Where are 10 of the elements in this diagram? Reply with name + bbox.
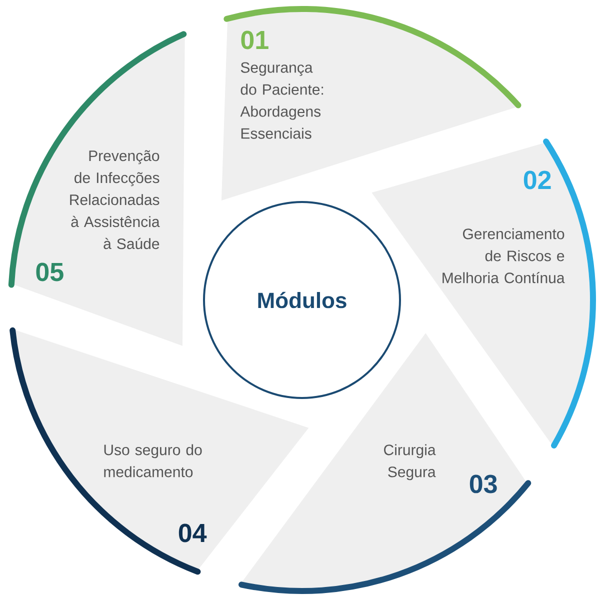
module-title: Gerenciamento de Riscos e Melhoria Contínua xyxy=(442,228,565,284)
module-title: Prevenção de Infecções Relacionadas à Assistência à Saúde xyxy=(70,150,160,250)
module-number: 01 xyxy=(241,30,268,50)
module-number: 03 xyxy=(470,474,497,494)
module-number: 05 xyxy=(36,262,64,282)
module-title: Uso seguro do medicamento xyxy=(104,444,202,478)
module-title: Segurança do Paciente: Abordagens Essenciais xyxy=(240,62,324,139)
module-number: 02 xyxy=(524,170,551,190)
module-title: Cirurgia Segura xyxy=(384,444,436,480)
module-number: 04 xyxy=(178,524,207,542)
